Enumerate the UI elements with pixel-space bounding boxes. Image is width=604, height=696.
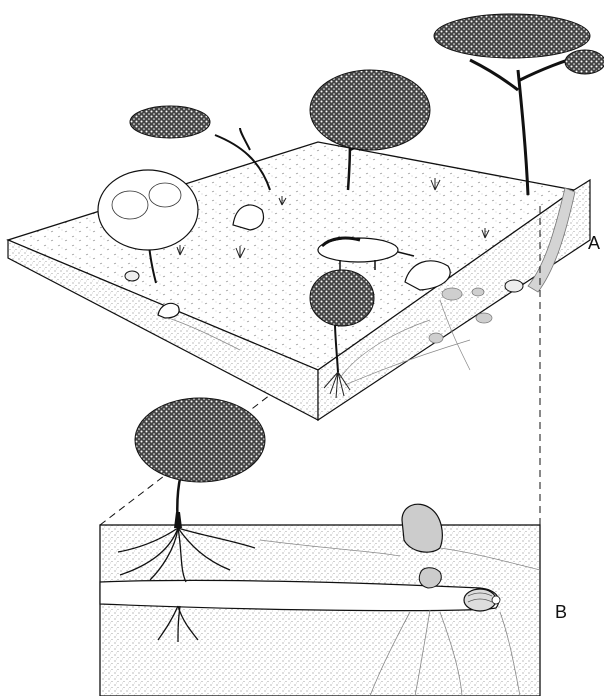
upper-block <box>8 142 590 420</box>
armadillo-icon <box>125 271 139 281</box>
acacia-tree-icon <box>434 14 604 195</box>
armadillo-icon <box>505 280 523 292</box>
panel-label-a: A <box>588 233 600 254</box>
panel-label-b: B <box>555 602 567 623</box>
lower-block <box>100 504 540 696</box>
shrub-icon <box>135 398 265 528</box>
